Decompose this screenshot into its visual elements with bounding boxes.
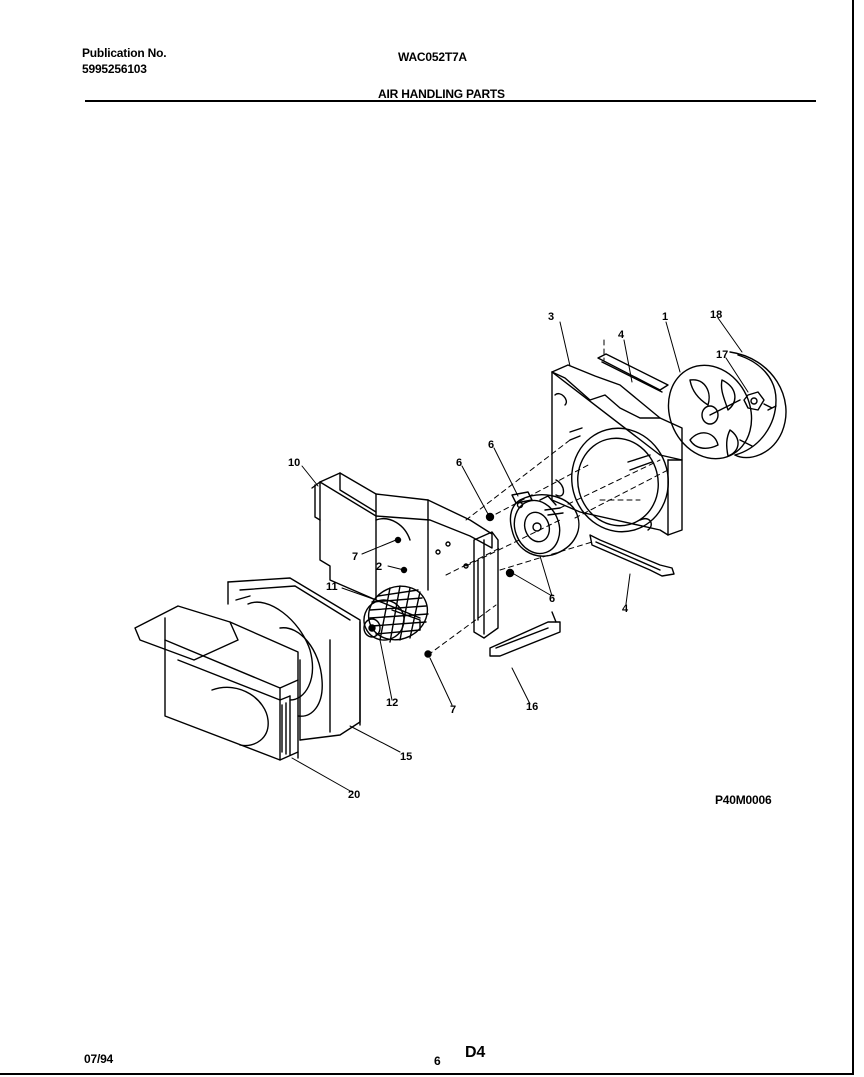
part-20-grille-panel [134,605,299,761]
callout-4-upper: 4 [618,329,625,341]
callout-4-lower: 4 [622,603,629,615]
callout-1: 1 [662,311,668,323]
callout-11: 11 [326,581,338,593]
part-3-shroud [551,364,683,536]
part-11-blower-wheel [363,585,429,643]
part-18-slinger-ring [729,351,787,459]
footer-page-code: D4 [465,1044,486,1061]
drawing-code: P40M0006 [715,793,772,807]
section-title: AIR HANDLING PARTS [378,87,505,101]
footer-page-number: 6 [434,1054,441,1068]
callout-6-middle: 6 [456,457,462,469]
callout-17: 17 [716,349,728,361]
leader-lines [291,317,749,793]
assembly-lines [427,339,669,656]
part-1-fan-blade [667,364,753,460]
callout-20: 20 [348,789,360,801]
header-rule [85,100,816,102]
callout-numbers: 3 4 1 18 17 6 6 6 4 10 7 2 11 12 7 16 15… [288,309,728,801]
callout-15: 15 [400,751,412,763]
part-17-nut [743,391,777,411]
callout-6-upper: 6 [488,439,494,451]
publication-number: 5995256103 [82,62,147,76]
callout-7-upper: 7 [352,551,358,563]
part-4-lower-channel [589,534,675,577]
footer-date: 07/94 [84,1052,114,1066]
callout-12: 12 [386,697,398,709]
callout-2: 2 [376,561,382,573]
motor-mount-bracket [473,531,499,639]
hardware-screws [394,501,524,658]
callout-18: 18 [710,309,722,321]
callout-6-lower: 6 [549,593,555,605]
callout-3: 3 [548,311,554,323]
part-16-base-bracket [489,611,561,657]
part-6-motor [509,491,580,557]
part-15-front-frame [227,577,361,741]
part-4-upper-channel [597,353,669,393]
publication-label: Publication No. [82,46,167,60]
callout-7-lower: 7 [450,704,456,716]
callout-16: 16 [526,701,538,713]
callout-10: 10 [288,457,300,469]
part-10-scroll-panel [311,472,493,631]
model-number: WAC052T7A [398,50,467,64]
